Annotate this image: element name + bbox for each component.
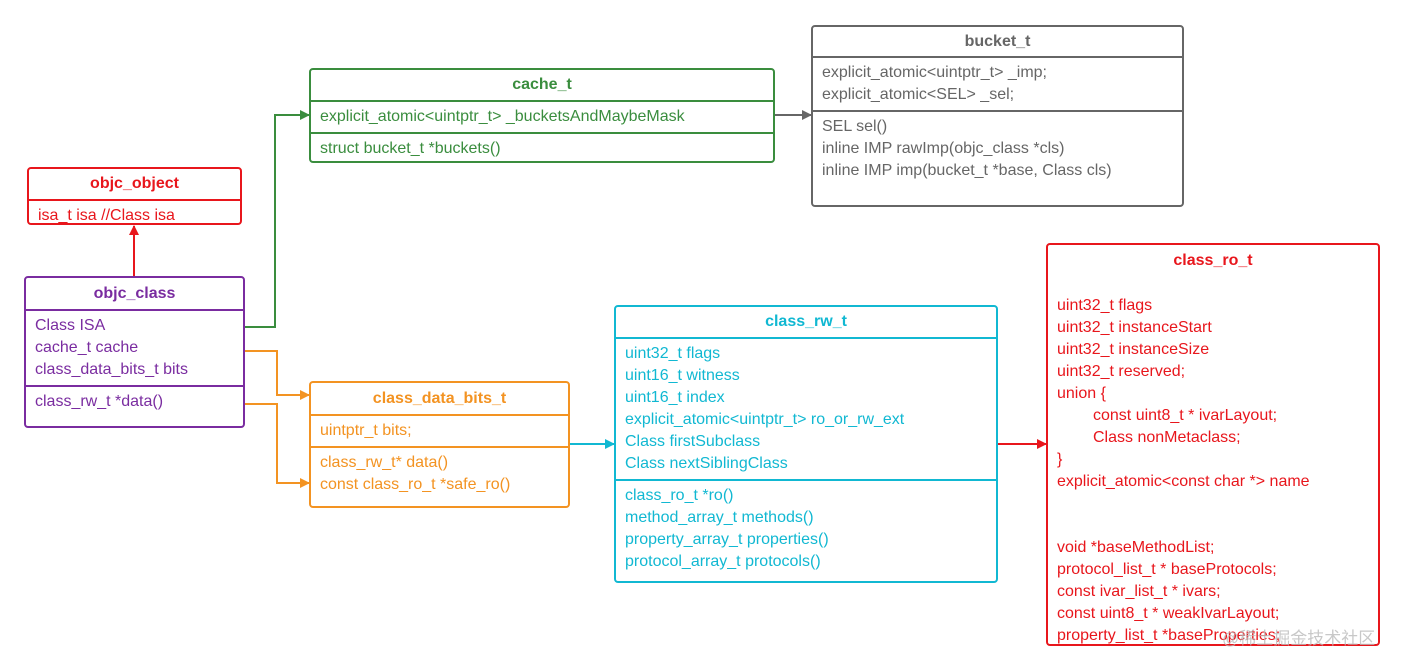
class-data-bits-t-section-0: uintptr_t bits; (311, 416, 568, 446)
member-line: uint16_t witness (625, 367, 740, 384)
member-line: uint16_t index (625, 389, 725, 406)
objc-object-title: objc_object (29, 169, 240, 201)
class-ro-t-title: class_ro_t (1173, 252, 1253, 269)
member-line: uintptr_t bits; (320, 422, 412, 439)
cache-t-section-1: struct bucket_t *buckets() (311, 132, 773, 164)
member-line: explicit_atomic<uintptr_t> _imp; (822, 64, 1047, 81)
class-rw-t-title: class_rw_t (616, 307, 996, 339)
member-line: uint32_t instanceStart (1057, 319, 1212, 336)
class-data-bits-t-title: class_data_bits_t (311, 383, 568, 416)
objc-class-section-1: class_rw_t *data() (26, 385, 243, 417)
member-line: protocol_list_t * baseProtocols; (1057, 561, 1277, 578)
bucket-t-section-1: SEL sel() inline IMP rawImp(objc_class *c… (813, 110, 1182, 186)
member-line: explicit_atomic<const char *> name (1057, 473, 1310, 490)
class-rw-t-section-1: class_ro_t *ro() method_array_t methods()… (616, 479, 996, 577)
objc-class-title: objc_class (26, 278, 243, 311)
member-line: uint32_t instanceSize (1057, 341, 1210, 358)
member-line: SEL sel() (822, 118, 888, 135)
cache-t-title: cache_t (311, 70, 773, 102)
member-line: struct bucket_t *buckets() (320, 140, 501, 157)
member-line: uint32_t flags (1057, 297, 1153, 314)
member-line: class_rw_t *data() (35, 393, 164, 410)
arrow-objc-class-data-to-class-data-bits-t (245, 403, 310, 488)
member-line (1057, 515, 1369, 537)
class-data-bits-t-box: class_data_bits_t uintptr_t bits; class_rw… (309, 381, 570, 508)
member-line: property_array_t properties() (625, 531, 829, 548)
member-line: Class firstSubclass (625, 433, 761, 450)
cache-t-section-0: explicit_atomic<uintptr_t> _bucketsAndMa… (311, 102, 773, 132)
class-rw-t-section-0: uint32_t flags uint16_t witness uint16_t i… (616, 339, 996, 479)
member-line (1057, 493, 1369, 515)
member-line: Class nextSiblingClass (625, 455, 788, 472)
objc-object-box: objc_object isa_t isa //Class isa (27, 167, 242, 225)
member-line: class_rw_t* data() (320, 454, 449, 471)
member-line: Class nonMetaclass; (1093, 429, 1241, 446)
member-line: const ivar_list_t * ivars; (1057, 583, 1221, 600)
member-line: uint32_t reserved; (1057, 363, 1186, 380)
member-line: const uint8_t * weakIvarLayout; (1057, 605, 1280, 622)
class-ro-t-section-0: uint32_t flags uint32_t instanceStart uint… (1048, 279, 1378, 651)
member-line: inline IMP rawImp(objc_class *cls) (822, 140, 1065, 157)
bucket-t-title: bucket_t (813, 27, 1182, 58)
member-line: protocol_array_t protocols() (625, 553, 821, 570)
member-line: property_list_t *baseProperties; (1057, 627, 1281, 644)
class-ro-t-box: class_ro_t uint32_t flags uint32_t instanc… (1046, 243, 1380, 646)
member-line: method_array_t methods() (625, 509, 814, 526)
objc-object-section-0: isa_t isa //Class isa (29, 201, 240, 231)
member-line: explicit_atomic<SEL> _sel; (822, 86, 1015, 103)
arrow-objc-class-to-cache-t (245, 110, 310, 328)
member-line: class_ro_t *ro() (625, 487, 734, 504)
member-line: uint32_t flags (625, 345, 721, 362)
member-line: Class ISA (35, 317, 106, 334)
member-line: const class_ro_t *safe_ro() (320, 476, 511, 493)
member-line: union { (1057, 385, 1106, 402)
objc-class-section-0: Class ISA cache_t cache class_data_bits_t … (26, 311, 243, 385)
member-line: explicit_atomic<uintptr_t> ro_or_rw_ext (625, 411, 905, 428)
member-line: isa_t isa //Class isa (38, 207, 175, 224)
cache-t-box: cache_t explicit_atomic<uintptr_t> _bucke… (309, 68, 775, 163)
arrow-objc-class-to-class-data-bits-t (245, 350, 310, 400)
bucket-t-section-0: explicit_atomic<uintptr_t> _imp; explicit… (813, 58, 1182, 110)
member-line: const uint8_t * ivarLayout; (1093, 407, 1278, 424)
member-line: void *baseMethodList; (1057, 539, 1215, 556)
watermark: @稀土掘金技术社区 (1222, 629, 1376, 648)
class-rw-t-box: class_rw_t uint32_t flags uint16_t witness… (614, 305, 998, 583)
member-line: } (1057, 451, 1063, 468)
class-data-bits-t-section-1: class_rw_t* data() const class_ro_t *safe… (311, 446, 568, 500)
member-line: cache_t cache (35, 339, 139, 356)
member-line: inline IMP imp(bucket_t *base, Class cls… (822, 162, 1112, 179)
member-line: explicit_atomic<uintptr_t> _bucketsAndMa… (320, 108, 685, 125)
member-line: class_data_bits_t bits (35, 361, 188, 378)
